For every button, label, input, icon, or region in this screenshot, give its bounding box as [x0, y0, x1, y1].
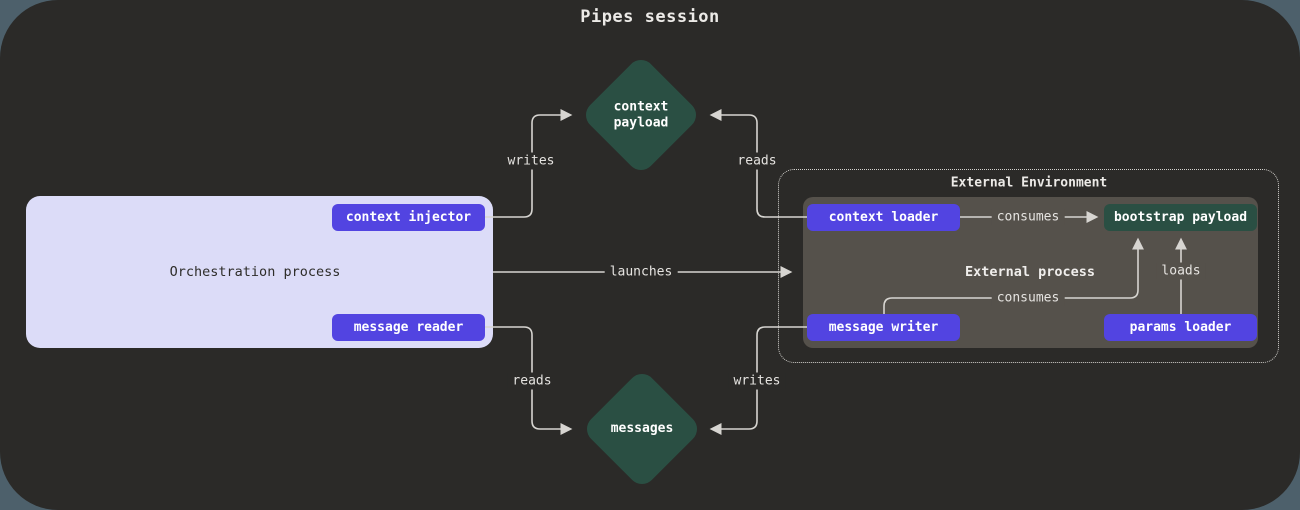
params-loader-node: params loader	[1104, 314, 1257, 341]
edge-label-reads-bottom: reads	[507, 372, 557, 390]
edge-label-writes-bottom: writes	[728, 372, 786, 390]
external-environment-label: External Environment	[950, 175, 1108, 191]
edge-label-launches: launches	[604, 263, 678, 281]
edge-label-reads-top: reads	[732, 152, 782, 170]
context-payload-label: context payload	[613, 99, 669, 130]
edge-label-consumes-bottom: consumes	[991, 289, 1065, 307]
external-process-label: External process	[964, 264, 1096, 280]
bootstrap-payload-node: bootstrap payload	[1104, 204, 1257, 231]
edge-label-loads: loads	[1156, 262, 1206, 280]
context-injector-node: context injector	[332, 204, 485, 231]
context-loader-node: context loader	[807, 204, 960, 231]
edge-label-consumes-top: consumes	[991, 208, 1065, 226]
edge-label-writes-top: writes	[502, 152, 560, 170]
message-writer-node: message writer	[807, 314, 960, 341]
messages-label: messages	[610, 421, 674, 437]
external-environment-group	[778, 169, 1279, 363]
orchestration-process-label: Orchestration process	[169, 264, 341, 280]
message-reader-node: message reader	[332, 314, 485, 341]
diagram-title: Pipes session	[580, 7, 720, 27]
